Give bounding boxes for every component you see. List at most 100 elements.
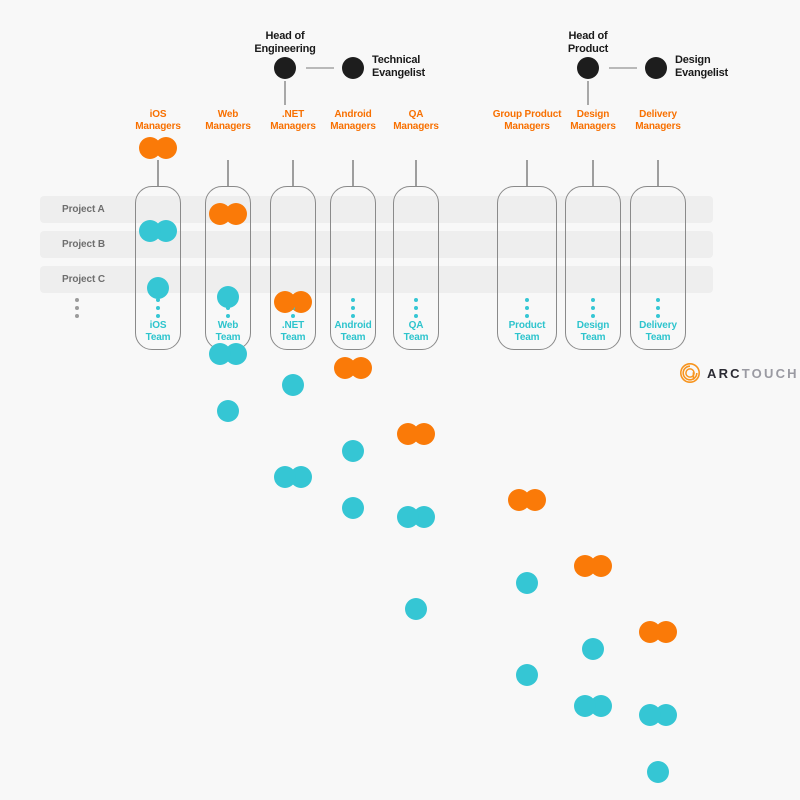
team-label-web-line1: Web	[217, 320, 239, 331]
member-dotnet-row0-dot[interactable]	[282, 374, 304, 396]
team-ellipsis-icon-design	[591, 298, 595, 322]
member-pair-design-row0[interactable]	[582, 638, 620, 660]
member-delivery-row0-dot-front[interactable]	[639, 704, 661, 726]
manager-ios-dot-front[interactable]	[139, 137, 161, 159]
manager-pair-product[interactable]	[508, 489, 546, 511]
manager-pair-design[interactable]	[574, 555, 612, 577]
member-product-row0-dot[interactable]	[516, 572, 538, 594]
manager-label-qa-line1: QA	[408, 109, 424, 120]
team-label-delivery-line1: Delivery	[639, 320, 677, 331]
member-pair-ios-row0[interactable]	[139, 220, 177, 242]
manager-android-dot-front[interactable]	[334, 357, 356, 379]
member-android-row1-dot[interactable]	[342, 497, 364, 519]
team-capsule-android[interactable]	[330, 186, 376, 350]
member-design-row0-dot[interactable]	[582, 638, 604, 660]
member-dotnet-row2-dot-front[interactable]	[274, 466, 296, 488]
member-qa-row0-dot-front[interactable]	[397, 506, 419, 528]
design-evangelist-label: Design Evangelist	[675, 54, 755, 80]
arctouch-logo: ARCTOUCH	[680, 363, 799, 383]
team-ellipsis-icon-delivery	[656, 298, 660, 322]
manager-pair-android[interactable]	[334, 357, 372, 379]
team-capsule-qa[interactable]	[393, 186, 439, 350]
team-label-product-line1: Product	[508, 320, 546, 331]
row-label-project-c: Project C	[62, 274, 106, 285]
manager-ios-dot-back[interactable]	[155, 137, 177, 159]
member-delivery-row1-dot[interactable]	[647, 761, 669, 783]
member-pair-web-row1[interactable]	[209, 343, 247, 365]
manager-label-delivery-line2: Managers	[635, 121, 681, 132]
manager-label-design-line1: Design	[576, 109, 610, 120]
member-design-row1-dot-front[interactable]	[574, 695, 596, 717]
team-label-delivery-line2: Team	[645, 332, 671, 343]
member-web-row2-dot[interactable]	[217, 400, 239, 422]
manager-web-dot-back[interactable]	[225, 203, 247, 225]
member-qa-row2-dot[interactable]	[405, 598, 427, 620]
team-capsule-design[interactable]	[565, 186, 621, 350]
manager-android-dot-back[interactable]	[350, 357, 372, 379]
member-web-row1-dot-front[interactable]	[209, 343, 231, 365]
team-capsule-delivery[interactable]	[630, 186, 686, 350]
member-pair-android-row1[interactable]	[342, 497, 380, 519]
member-pair-qa-row0[interactable]	[397, 506, 435, 528]
manager-pair-ios[interactable]	[139, 137, 177, 159]
manager-label-web-line1: Web	[217, 109, 239, 120]
team-label-product-line2: Team	[514, 332, 540, 343]
manager-delivery-dot-front[interactable]	[639, 621, 661, 643]
row-label-ellipsis-icon	[75, 298, 79, 322]
manager-product-dot-front[interactable]	[508, 489, 530, 511]
member-web-row1-dot-back[interactable]	[225, 343, 247, 365]
team-capsule-dotnet[interactable]	[270, 186, 316, 350]
team-capsule-product[interactable]	[497, 186, 557, 350]
member-pair-delivery-row0[interactable]	[639, 704, 677, 726]
member-pair-web-row0[interactable]	[217, 286, 255, 308]
member-pair-delivery-row1[interactable]	[647, 761, 685, 783]
manager-pair-dotnet[interactable]	[274, 291, 312, 313]
member-web-row0-dot[interactable]	[217, 286, 239, 308]
member-pair-design-row1[interactable]	[574, 695, 612, 717]
team-capsule-ios[interactable]	[135, 186, 181, 350]
member-pair-android-row0[interactable]	[342, 440, 380, 462]
member-ios-row0-dot-front[interactable]	[139, 220, 161, 242]
team-ellipsis-icon-ios	[156, 298, 160, 322]
manager-to-team-connector-dotnet	[292, 160, 294, 187]
member-pair-dotnet-row2[interactable]	[274, 466, 312, 488]
member-ios-row0-dot-back[interactable]	[155, 220, 177, 242]
member-pair-ios-row1[interactable]	[147, 277, 185, 299]
member-ios-row1-dot[interactable]	[147, 277, 169, 299]
member-product-row2-dot[interactable]	[516, 664, 538, 686]
manager-dotnet-dot-back[interactable]	[290, 291, 312, 313]
manager-label-delivery-line1: Delivery	[639, 109, 677, 120]
manager-web-dot-front[interactable]	[209, 203, 231, 225]
manager-to-team-connector-design	[592, 160, 594, 187]
member-pair-qa-row2[interactable]	[405, 598, 443, 620]
manager-to-team-connector-delivery	[657, 160, 659, 187]
head-of-product-node[interactable]	[577, 57, 599, 79]
head-of-engineering-node[interactable]	[274, 57, 296, 79]
manager-design-dot-front[interactable]	[574, 555, 596, 577]
member-pair-dotnet-row0[interactable]	[282, 374, 320, 396]
member-pair-web-row2[interactable]	[217, 400, 255, 422]
manager-pair-delivery[interactable]	[639, 621, 677, 643]
technical-evangelist-node[interactable]	[342, 57, 364, 79]
member-pair-product-row0[interactable]	[516, 572, 554, 594]
manager-qa-dot-front[interactable]	[397, 423, 419, 445]
manager-label-product-line1: Group Product	[492, 109, 562, 120]
design-evangelist-node[interactable]	[645, 57, 667, 79]
technical-evangelist-label-line1: Technical	[372, 54, 421, 66]
manager-pair-qa[interactable]	[397, 423, 435, 445]
member-android-row0-dot[interactable]	[342, 440, 364, 462]
product-downline	[587, 81, 589, 105]
manager-dotnet-dot-front[interactable]	[274, 291, 296, 313]
manager-pair-web[interactable]	[209, 203, 247, 225]
engineering-evangelist-connector	[306, 67, 334, 69]
member-pair-product-row2[interactable]	[516, 664, 554, 686]
logo-text-touch: TOUCH	[741, 365, 799, 381]
head-of-product-label-line2: Product	[567, 43, 609, 55]
team-label-android-line1: Android	[334, 320, 372, 331]
